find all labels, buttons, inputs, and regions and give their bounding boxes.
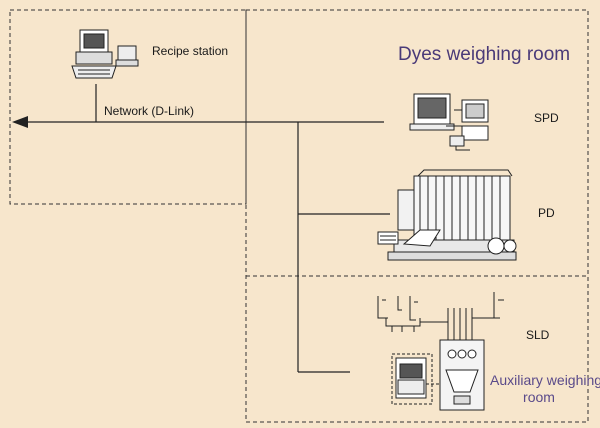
recipe-station-label: Recipe station	[152, 44, 229, 58]
network-arrow	[12, 116, 28, 128]
auxiliary-room-title-line1: Auxiliary weighing	[490, 372, 600, 388]
pd-machine-icon	[377, 169, 517, 261]
auxiliary-room-title: Auxiliary weighing room	[490, 372, 600, 406]
sld-machine-icon	[377, 292, 504, 411]
dyes-room-border	[245, 9, 589, 423]
auxiliary-room-title-line2: room	[523, 389, 555, 405]
office-zone-border	[9, 9, 247, 205]
recipe-station-computer-icon	[71, 29, 139, 79]
network-label: Network (D-Link)	[104, 104, 195, 118]
dyes-room-title: Dyes weighing room	[398, 44, 571, 65]
spd-device-icon	[409, 93, 489, 151]
sld-label: SLD	[526, 328, 550, 342]
spd-label: SPD	[534, 111, 559, 125]
pd-label: PD	[538, 206, 555, 220]
